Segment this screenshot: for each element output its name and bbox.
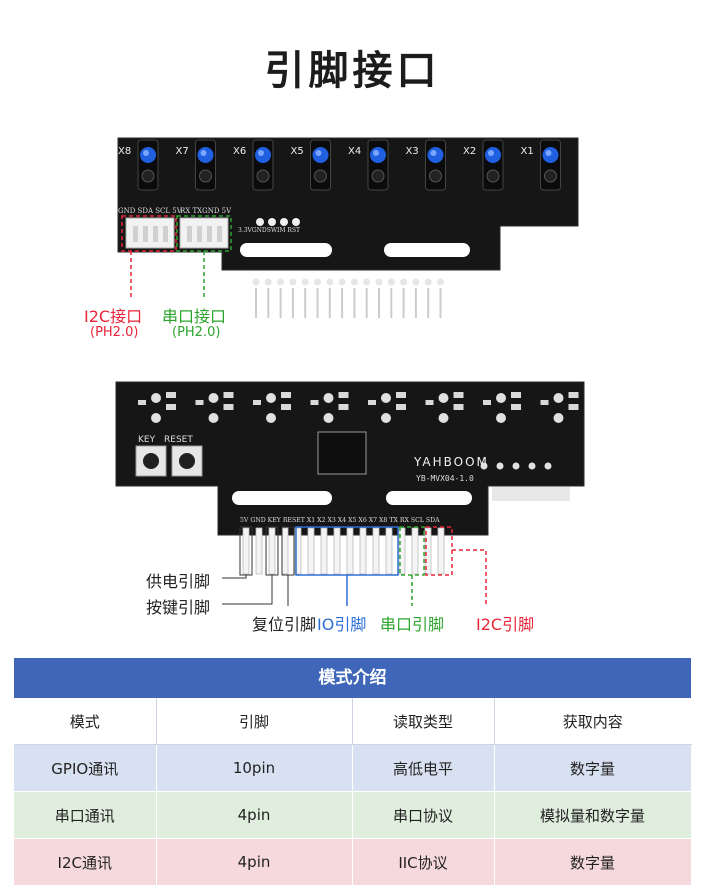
sensor-label: X6 bbox=[233, 146, 246, 157]
bottom-board-figure: KEY RESET YAHBOOM YB-MVX04-1.0 5V GND KE… bbox=[115, 381, 585, 606]
svg-text:RESET: RESET bbox=[164, 435, 193, 445]
key-switch bbox=[135, 445, 167, 477]
power-pin-label: 供电引脚 bbox=[146, 572, 211, 591]
table-cell: IIC协议 bbox=[352, 838, 495, 886]
table-header-cell: 模式 bbox=[14, 698, 157, 745]
board-model: YB-MVX04-1.0 bbox=[416, 474, 474, 483]
table-cell: 10pin bbox=[156, 744, 353, 792]
page-title: 引脚接口 bbox=[264, 48, 441, 94]
top-board-figure: X8 X7 X6 X5 X4 X3 X2 X1 GND SDA SCL 5V RX TXGND… bbox=[117, 137, 579, 318]
table-cell: 数字量 bbox=[494, 838, 692, 886]
mcu-chip bbox=[317, 431, 367, 475]
ir-sensor: X2 bbox=[463, 139, 504, 191]
ir-sensor: X6 bbox=[233, 139, 274, 191]
i2c-interface-sub: (PH2.0) bbox=[90, 325, 139, 340]
ir-sensor: X4 bbox=[348, 139, 389, 191]
sensor-label: X1 bbox=[521, 146, 534, 157]
swd-silk: 3.3VGNDSWIM RST bbox=[238, 227, 300, 234]
sensor-label: X4 bbox=[348, 146, 361, 157]
table-title: 模式介绍 bbox=[14, 658, 691, 698]
svg-text:KEY: KEY bbox=[138, 435, 156, 445]
pin-silk: 5V GND KEY RESET X1 X2 X3 X4 X5 X6 X7 X8… bbox=[240, 517, 440, 524]
i2c-pins-box bbox=[425, 526, 453, 576]
key-pin-label: 按键引脚 bbox=[146, 598, 211, 617]
table-cell: 串口通讯 bbox=[14, 791, 157, 839]
uart-pin-label: 串口引脚 bbox=[380, 615, 445, 634]
ir-sensor: X5 bbox=[291, 139, 331, 191]
sensor-label: X3 bbox=[406, 146, 419, 157]
ir-sensor: X7 bbox=[176, 139, 216, 191]
table-cell: GPIO通讯 bbox=[14, 744, 157, 792]
sensor-label: X7 bbox=[176, 146, 189, 157]
table-cell: 串口协议 bbox=[352, 791, 495, 839]
uart-silk: RX TXGND 5V bbox=[180, 207, 232, 215]
table-cell: 数字量 bbox=[494, 744, 692, 792]
table-cell: 4pin bbox=[156, 791, 353, 839]
mount-slot bbox=[384, 243, 470, 257]
uart-interface-sub: (PH2.0) bbox=[172, 325, 221, 340]
i2c-pin-label: I2C引脚 bbox=[476, 615, 535, 634]
table-row: GPIO通讯 10pin 高低电平 数字量 bbox=[14, 744, 692, 792]
ir-sensor: X3 bbox=[406, 139, 446, 191]
table-header-row: 模式 引脚 读取类型 获取内容 bbox=[14, 698, 691, 745]
reset-pin-label: 复位引脚 bbox=[252, 615, 317, 634]
table-header-cell: 读取类型 bbox=[352, 698, 495, 745]
mount-slot bbox=[240, 243, 332, 257]
i2c-highlight-box bbox=[121, 215, 177, 252]
table-row: 串口通讯 4pin 串口协议 模拟量和数字量 bbox=[14, 791, 692, 839]
mode-table: 模式介绍 模式 引脚 读取类型 获取内容 GPIO通讯 10pin 高低电平 数… bbox=[14, 658, 692, 886]
ir-sensor: X1 bbox=[521, 139, 561, 191]
top-board-pcb bbox=[117, 137, 579, 271]
table-cell: 模拟量和数字量 bbox=[494, 791, 692, 839]
brand-logo: YAHBOOM bbox=[413, 455, 489, 469]
table-cell: 高低电平 bbox=[352, 744, 495, 792]
table-header-cell: 引脚 bbox=[156, 698, 353, 745]
i2c-silk: GND SDA SCL 5V bbox=[118, 207, 183, 215]
sensor-label: X5 bbox=[291, 146, 304, 157]
table-row: I2C通讯 4pin IIC协议 数字量 bbox=[14, 838, 692, 886]
table-header-cell: 获取内容 bbox=[494, 698, 691, 745]
ir-sensor: X8 bbox=[118, 139, 159, 191]
table-cell: I2C通讯 bbox=[14, 838, 157, 886]
i2c-interface-label: I2C接口 bbox=[84, 307, 143, 326]
sensor-label: X8 bbox=[118, 146, 131, 157]
io-pin-label: IO引脚 bbox=[317, 615, 367, 634]
sensor-label: X2 bbox=[463, 146, 476, 157]
table-cell: 4pin bbox=[156, 838, 353, 886]
uart-interface-label: 串口接口 bbox=[162, 307, 227, 326]
